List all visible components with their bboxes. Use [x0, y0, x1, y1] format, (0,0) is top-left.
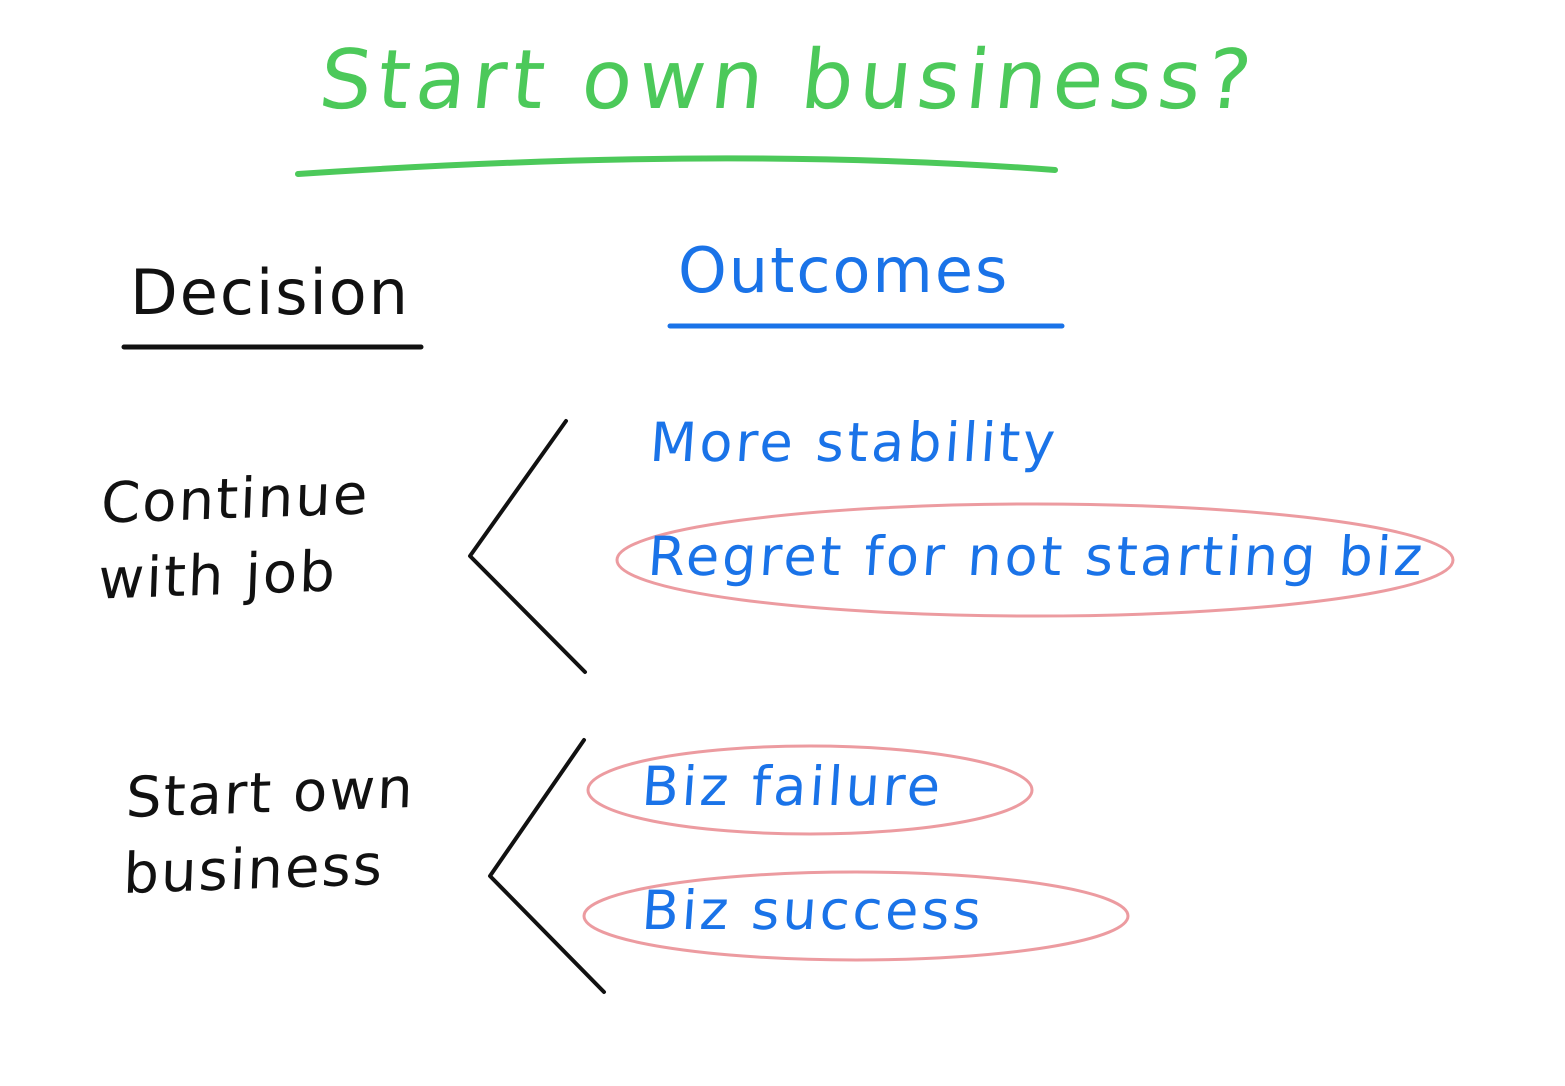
diagram-title: Start own business?: [315, 33, 1262, 128]
outcome-regret-not-starting-biz: Regret for not starting biz: [645, 525, 1428, 588]
outcome-biz-success: Biz success: [639, 879, 987, 942]
branch-bracket-start-own-business: [488, 738, 606, 994]
outcomes-column-header: Outcomes: [678, 234, 1010, 307]
highlight-ellipse-regret: [615, 502, 1455, 618]
highlight-ellipse-biz-failure: [586, 744, 1034, 836]
title-underline: [295, 155, 1058, 177]
highlight-ellipse-biz-success: [582, 870, 1130, 962]
outcome-more-stability: More stability: [647, 411, 1061, 474]
outcome-biz-failure: Biz failure: [639, 755, 946, 818]
branch-bracket-continue-with-job: [468, 419, 587, 674]
decision-column-header: Decision: [130, 256, 410, 329]
decision-start-own-business: Start own business: [122, 756, 416, 907]
decision-continue-with-job: Continue with job: [97, 462, 371, 613]
